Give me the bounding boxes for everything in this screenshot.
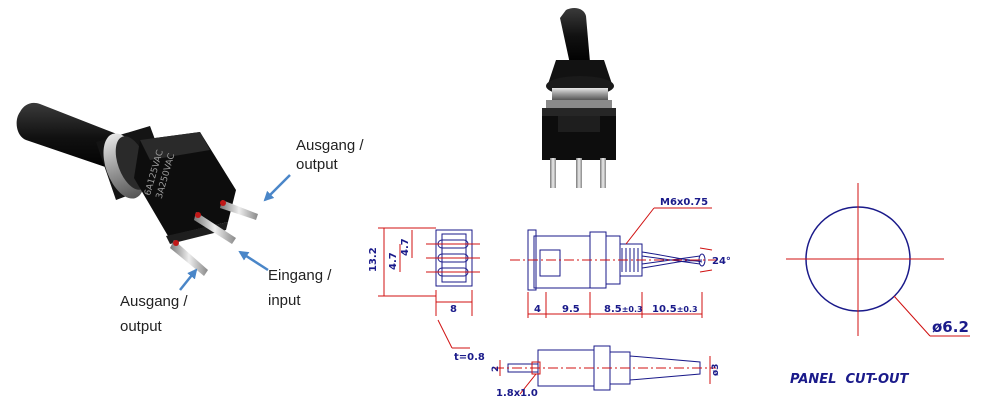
dim-13-2: 13.2 [368,247,379,272]
front-lever [560,8,590,64]
label-output-top: Ausgang / output [296,136,364,174]
dim-4-7-a: 4.7 [388,252,399,270]
label-output-top-line2: output [296,156,338,173]
dim-2: 2 [491,366,501,372]
drawing-labels: 13.2 4.7 4.7 8 t=0.8 4 9.5 8.5±0.3 10.5±… [368,197,969,399]
label-input-line1: Eingang / [268,267,332,284]
dim-angle: 24° [712,256,731,267]
dim-phi3: ø3 [711,364,721,376]
label-output-bottom-line2: output [120,318,162,335]
front-elevation [510,207,716,318]
dim-4: 4 [534,304,541,315]
label-output-top-line1: Ausgang / [296,137,364,154]
label-output-bottom-line1: Ausgang / [120,293,188,310]
dim-10-5: 10.5±0.3 [652,304,698,315]
switch-photo-left: 6A125VAC 3A250VAC [16,102,258,276]
technical-drawing [378,183,970,395]
label-arrows [179,174,291,291]
label-output-bottom: Ausgang / output [120,292,188,336]
dim-slot: 1.8x1.0 [496,388,538,399]
dim-thickness: t=0.8 [454,352,485,363]
switch-photo-front [542,8,616,188]
dim-8-5: 8.5±0.3 [604,304,643,315]
side-view [378,227,480,349]
arrow-output-bottom [179,268,198,291]
switch-pins [170,200,258,276]
bottom-elevation [494,345,716,395]
dim-8: 8 [450,304,457,315]
front-bushing [552,88,608,100]
label-input: Eingang / input [268,266,331,310]
arrow-output-top [263,174,291,202]
panel-cutout [786,183,970,337]
dim-9-5: 9.5 [562,304,580,315]
panel-caption: PANEL CUT-OUT [790,372,910,387]
dim-4-7-b: 4.7 [400,238,411,256]
label-input-line2: input [268,292,301,309]
arrow-input [238,250,269,272]
dim-thread: M6x0.75 [660,197,708,208]
panel-diameter: ø6.2 [932,318,969,336]
